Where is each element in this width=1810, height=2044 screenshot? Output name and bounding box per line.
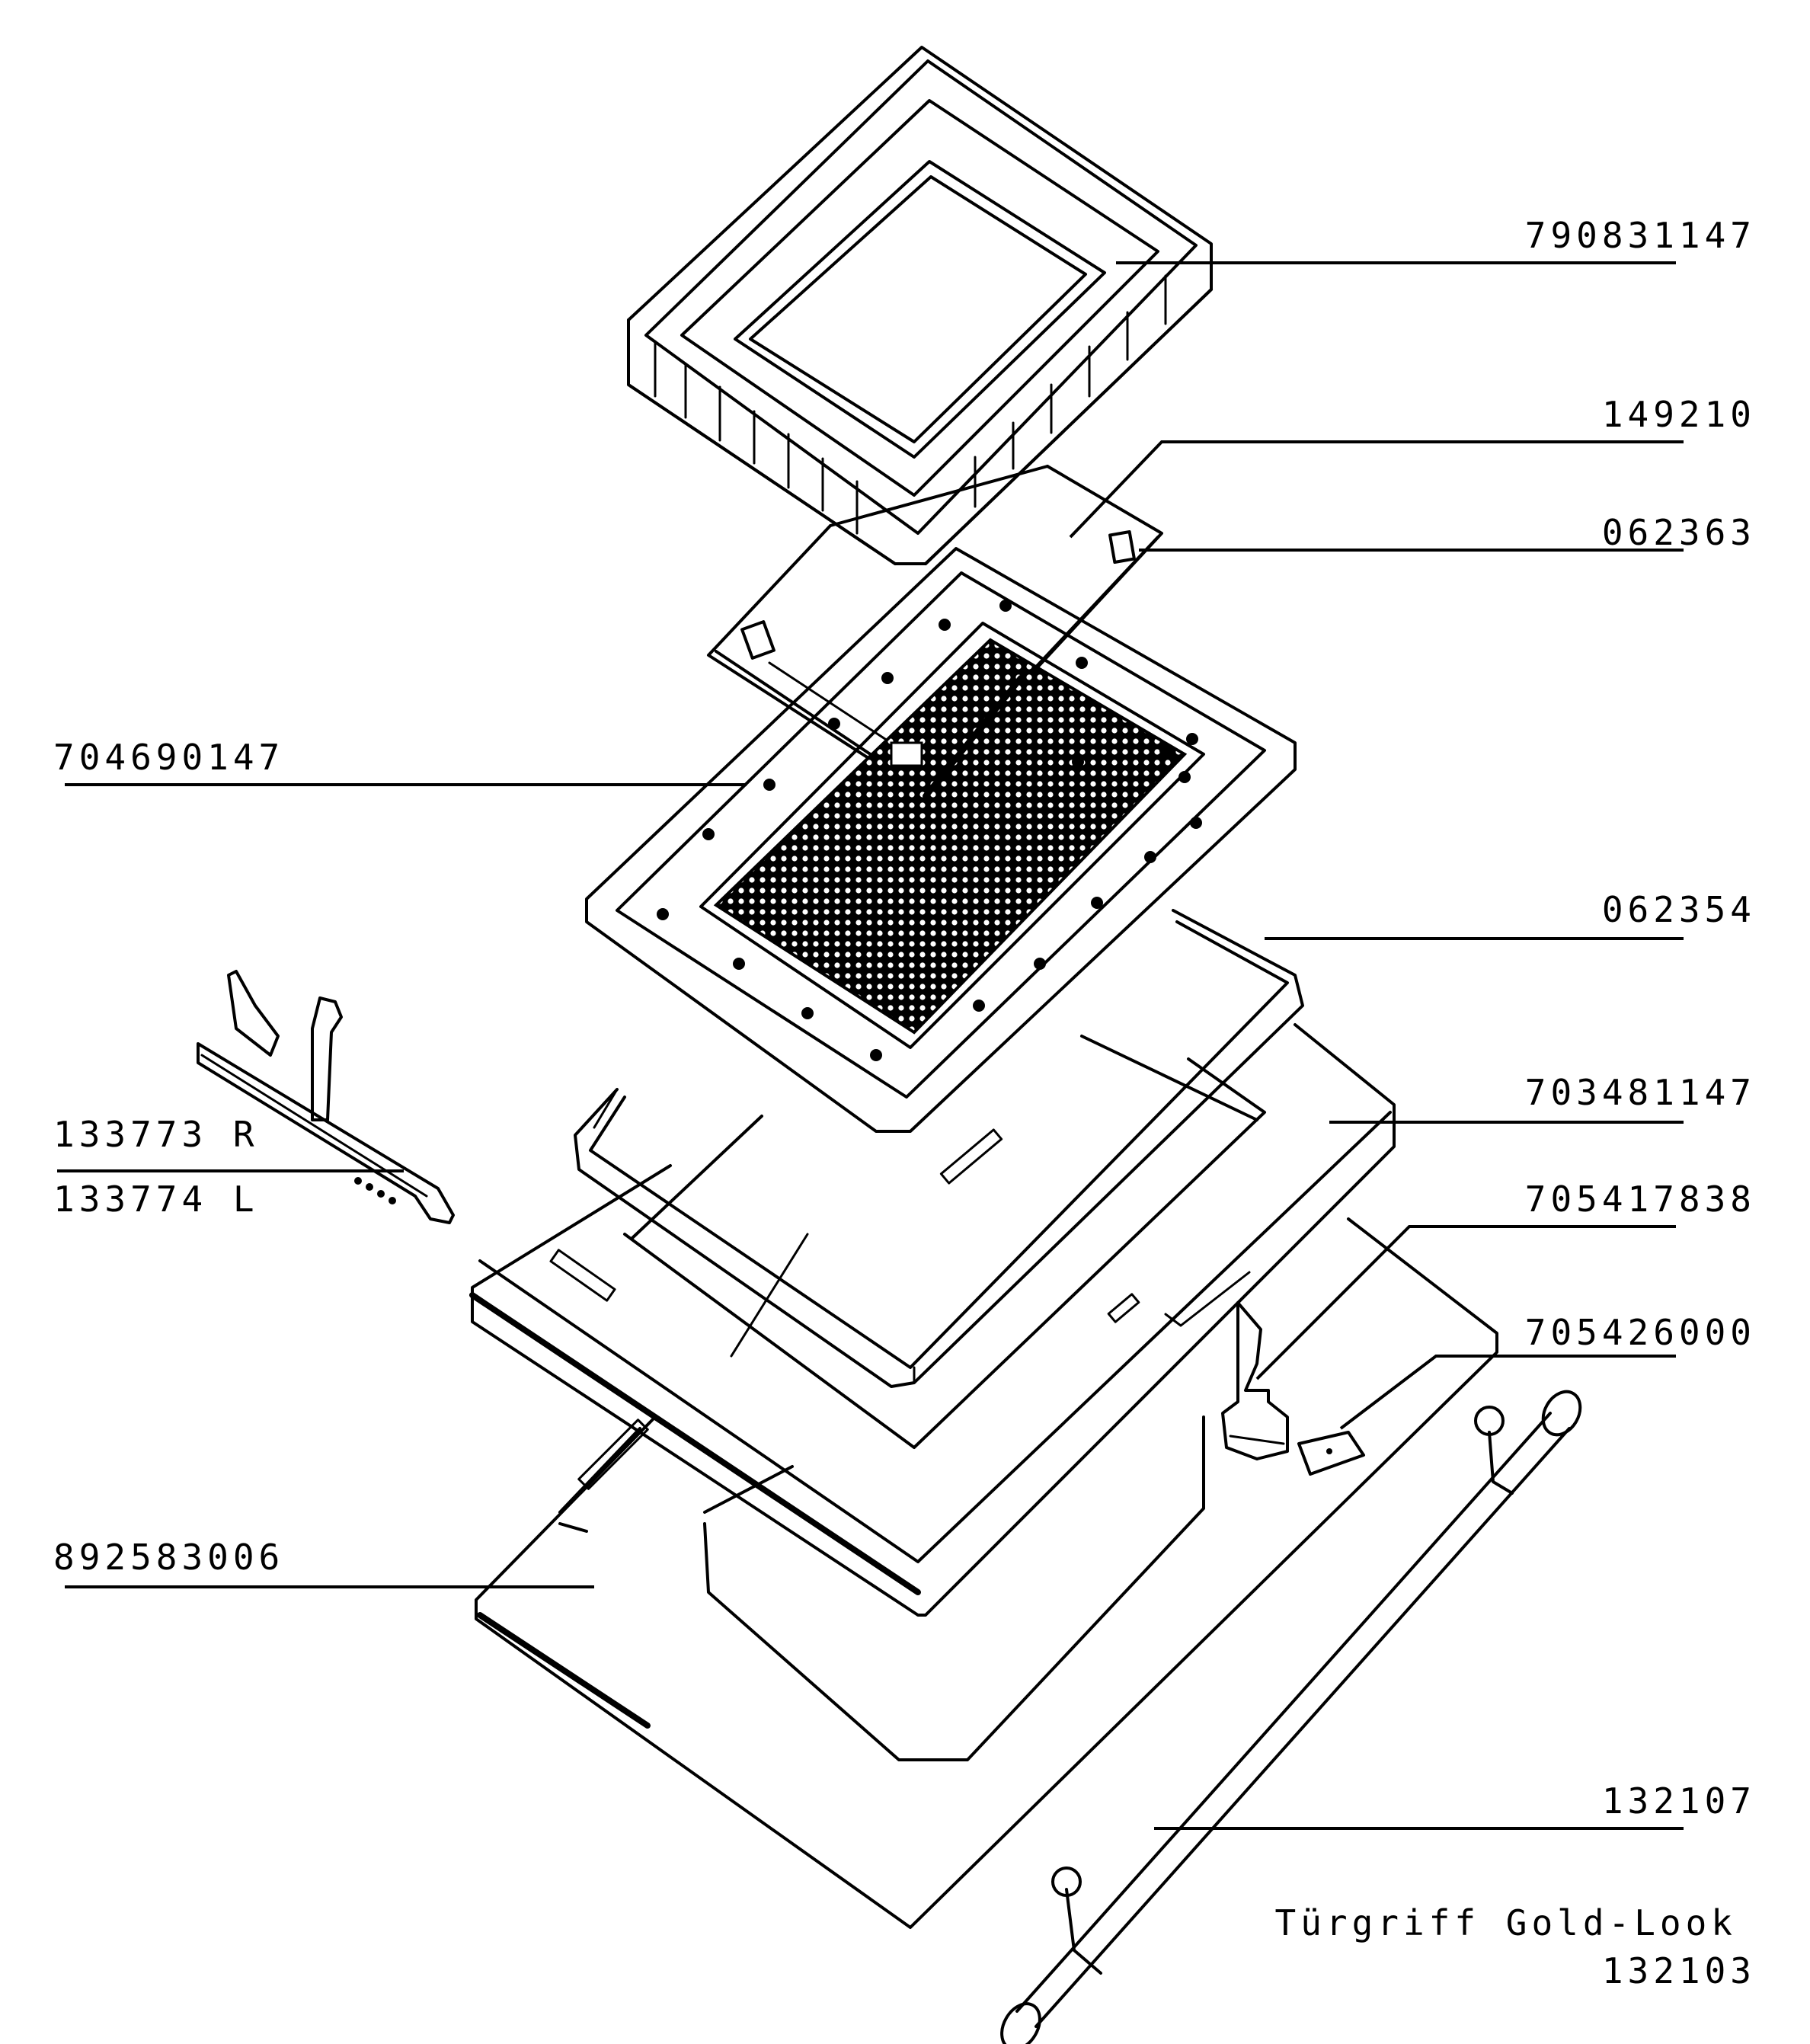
outer-door-part bbox=[475, 1217, 1498, 1929]
mid-frame-part bbox=[469, 1023, 1396, 1617]
label-handle-note-line2: 132103 bbox=[1602, 1950, 1756, 1991]
label-seal-frame: 704690147 bbox=[53, 737, 284, 778]
hinge-right-part bbox=[1221, 1301, 1289, 1460]
label-handle-note-line1: Türgriff Gold-Look bbox=[1275, 1902, 1738, 1943]
hinge-left-part bbox=[197, 970, 455, 1224]
leader-lines bbox=[57, 261, 1684, 1830]
gasket-frame-part bbox=[574, 909, 1304, 1388]
label-handle: 132107 bbox=[1602, 1780, 1756, 1822]
label-outer-door: 892583006 bbox=[53, 1537, 284, 1578]
label-hinge-left-r: 133773 R bbox=[53, 1114, 259, 1155]
label-gasket-frame: 062354 bbox=[1602, 889, 1756, 930]
seal-frame-part bbox=[585, 547, 1297, 1133]
label-hinge-right: 705417838 bbox=[1525, 1179, 1756, 1220]
label-inner-glass: 149210 bbox=[1602, 394, 1756, 435]
label-glass-clip: 062363 bbox=[1602, 512, 1756, 553]
label-clip-right: 705426000 bbox=[1525, 1312, 1756, 1353]
clip-right-part bbox=[1297, 1431, 1365, 1476]
label-mid-frame: 703481147 bbox=[1525, 1072, 1756, 1113]
top-frame-part bbox=[627, 46, 1213, 565]
label-top-frame: 790831147 bbox=[1525, 215, 1756, 256]
label-hinge-left-l: 133774 L bbox=[53, 1179, 259, 1220]
door-handle-part bbox=[1000, 1390, 1582, 2044]
